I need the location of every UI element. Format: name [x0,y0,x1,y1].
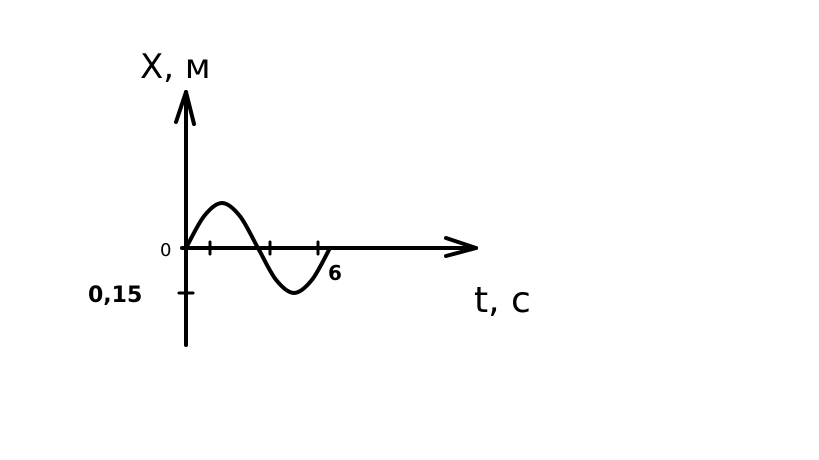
series-group [184,201,332,295]
ticks-group [177,240,320,295]
y-axis-label: X, м [140,47,211,87]
series-line [184,201,332,295]
x-tick-label-6: 6 [328,261,342,285]
x-axis-label: t, с [474,280,531,321]
x-axis-arrow [444,236,478,258]
y-axis-arrow [174,90,196,126]
y-tick-label-neg: 0,15 [88,283,142,308]
origin-label: 0 [160,240,171,261]
